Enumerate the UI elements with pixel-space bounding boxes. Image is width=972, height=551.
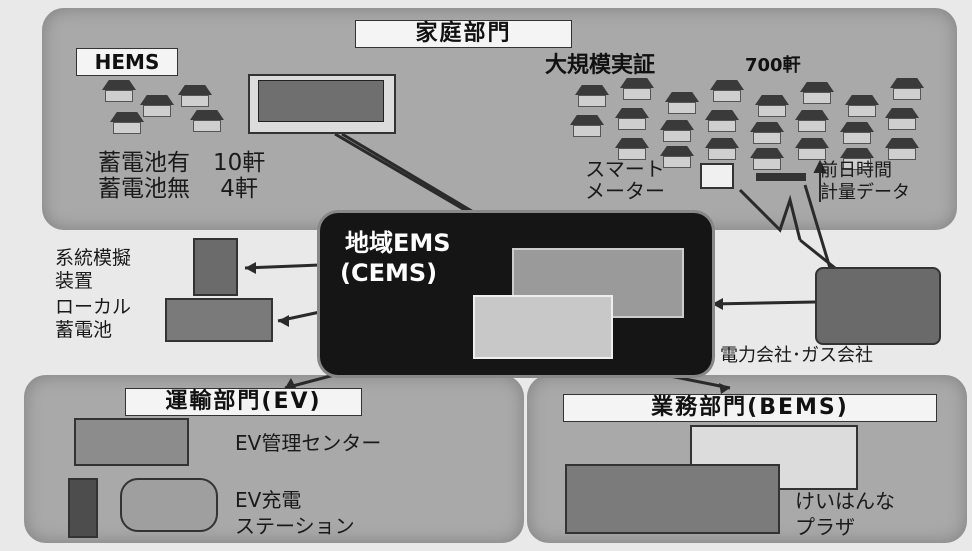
battery-rack-icon — [165, 298, 273, 342]
local-battery-line1: ローカル — [55, 296, 132, 318]
hourly-data-line1: 前日時間 — [820, 160, 892, 181]
house-icon — [795, 138, 829, 160]
house-icon — [615, 138, 649, 160]
hourly-data-line2: 計量データ — [820, 182, 910, 203]
keihanna-plaza-line1: けいはんな — [795, 489, 895, 513]
house-icon — [755, 95, 789, 117]
house-icon — [190, 110, 224, 132]
smart-meter-label-line1: スマート — [585, 157, 665, 181]
house-icon — [102, 80, 136, 102]
house-icon — [800, 82, 834, 104]
grid-simulator-line2: 装置 — [55, 270, 94, 292]
house-icon — [890, 78, 924, 100]
home-sector-title: 家庭部門 — [355, 20, 572, 48]
local-battery-line2: 蓄電池 — [55, 319, 113, 341]
house-icon — [570, 115, 604, 137]
transport-sector-title: 運輸部門(EV) — [125, 388, 362, 416]
plaza-building-photo — [565, 464, 780, 534]
house-icon — [705, 110, 739, 132]
house-icon — [710, 80, 744, 102]
ev-center-photo — [74, 418, 189, 466]
keihanna-plaza-label: けいはんな プラザ — [795, 488, 895, 540]
house-icon — [110, 112, 144, 134]
line-utility-cems — [711, 300, 816, 306]
line-hems-cems — [334, 132, 471, 215]
house-icon — [660, 120, 694, 142]
house-icon — [575, 85, 609, 107]
ev-station-label: EV充電 ステーション — [235, 487, 355, 539]
business-sector-title: 業務部門(BEMS) — [563, 394, 937, 422]
hems-label: HEMS — [76, 48, 178, 76]
ev-charger-icon — [68, 478, 98, 538]
house-icon — [885, 138, 919, 160]
house-icon — [840, 122, 874, 144]
ev-station-line1: EV充電 — [235, 488, 302, 512]
hourly-data-label: 前日時間 計量データ — [820, 160, 910, 204]
house-icon — [660, 146, 694, 168]
line-meter-utility — [738, 188, 802, 241]
server-icon — [193, 238, 238, 296]
smart-meter-icon — [700, 163, 734, 189]
ev-center-label: EV管理センター — [235, 431, 382, 455]
office-building-icon — [815, 267, 941, 345]
cems-control-screen — [473, 295, 613, 359]
house-icon — [795, 110, 829, 132]
ev-station-line2: ステーション — [235, 514, 355, 538]
house-icon — [845, 95, 879, 117]
utility-company-label: 電力会社･ガス会社 — [720, 345, 873, 366]
cems-subtitle: (CEMS) — [340, 259, 438, 287]
local-battery-label: ローカル 蓄電池 — [55, 296, 131, 342]
hems-screen — [258, 80, 384, 122]
battery-with-count: 蓄電池有 10軒 — [98, 150, 266, 176]
large-scale-demo-title: 大規模実証 — [545, 53, 656, 78]
house-icon — [615, 108, 649, 130]
house-icon — [620, 78, 654, 100]
battery-without-count: 蓄電池無 4軒 — [98, 176, 258, 202]
house-icon — [750, 148, 784, 170]
house-icon — [750, 122, 784, 144]
house-icon — [178, 85, 212, 107]
grid-simulator-label: 系統模擬 装置 — [55, 247, 131, 293]
cems-title: 地域EMS — [345, 229, 451, 257]
house-icon — [665, 92, 699, 114]
grid-simulator-line1: 系統模擬 — [55, 247, 132, 269]
keihanna-plaza-line2: プラザ — [795, 515, 855, 539]
data-device-icon — [756, 173, 806, 181]
house-icon — [140, 95, 174, 117]
house-icon — [840, 148, 874, 170]
smart-meter-label: スマート メーター — [585, 158, 665, 202]
house-icon — [705, 138, 739, 160]
large-scale-demo-count: 700軒 — [745, 55, 801, 76]
house-icon — [885, 108, 919, 130]
smart-meter-label-line2: メーター — [585, 179, 665, 203]
ev-car-icon — [120, 478, 218, 532]
line-cems-grid-sim — [244, 263, 321, 270]
line-bar-utility — [803, 184, 832, 269]
